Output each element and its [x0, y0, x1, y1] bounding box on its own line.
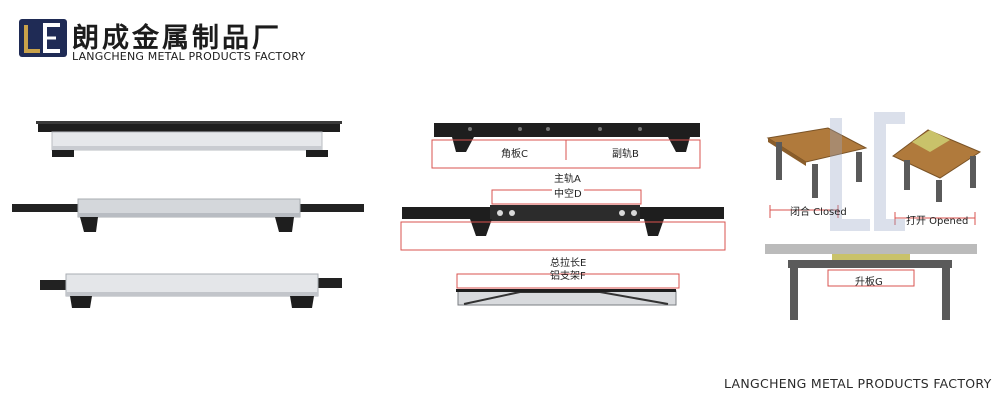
- aluminum-bracket-image: [456, 289, 677, 306]
- rail-1-image: [36, 121, 342, 157]
- label-opened: 打开 Opened: [906, 216, 969, 227]
- rail-assembly-extended-image: [402, 205, 724, 236]
- label-closed: 闭合 Closed: [790, 207, 847, 218]
- rail-assembly-top-image: [434, 123, 700, 152]
- label-corner-plate-c: 角板C: [501, 149, 528, 160]
- dimension-e-box: [400, 221, 726, 251]
- logo-mark: [18, 16, 68, 60]
- label-main-rail-a: 主轨A: [554, 174, 581, 185]
- dimension-g-box: [827, 269, 915, 287]
- watermark-logo: [830, 112, 905, 231]
- brand-name-en: LANGCHENG METAL PRODUCTS FACTORY: [72, 50, 306, 63]
- label-lift-board-g: 升板G: [855, 277, 883, 288]
- table-side-view-image: [765, 244, 977, 320]
- label-sub-rail-b: 副轨B: [612, 149, 639, 160]
- rail-3-image: [40, 273, 342, 308]
- footer-brand-text: LANGCHENG METAL PRODUCTS FACTORY: [724, 376, 992, 391]
- closed-table-image: [766, 127, 868, 198]
- rail-2-image: [12, 198, 364, 232]
- label-aluminum-bracket-f: 铝支架F: [550, 271, 586, 282]
- dimension-f-box: [456, 273, 680, 289]
- label-total-extension-e: 总拉长E: [550, 258, 587, 269]
- opened-table-image: [892, 129, 982, 202]
- brand-name-cn: 朗成金属制品厂: [72, 23, 282, 54]
- label-hollow-d: 中空D: [552, 185, 584, 200]
